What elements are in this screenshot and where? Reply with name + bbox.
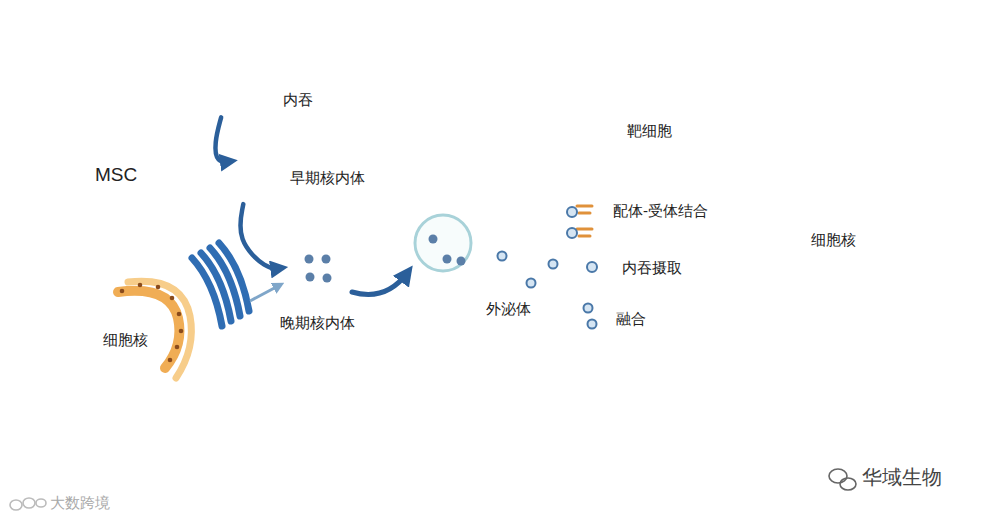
stage-label: 早期核内体 (290, 169, 365, 187)
wechat-icon (829, 469, 856, 490)
cell-outline (203, 52, 269, 118)
golgi-cisterna (210, 248, 240, 316)
exosome-label: 外泌体 (486, 300, 531, 318)
stage-label: 晚期核内体 (280, 314, 355, 332)
cell-name: 靶细胞 (627, 122, 672, 140)
nucleus-label: 细胞核 (103, 331, 148, 349)
watermark: 华域生物 (862, 466, 942, 489)
receptor-binding (567, 206, 592, 238)
nucleus: 细胞核 (788, 195, 878, 285)
cell-outline-circle (232, 155, 278, 201)
endocytic-vesicle: 内吞 (203, 52, 269, 118)
process-label: 融合 (616, 310, 646, 328)
flow-arrow (215, 117, 230, 161)
er-dot (170, 296, 175, 301)
er-band (118, 281, 191, 378)
late-endosome: 晚期核内体 (285, 235, 351, 301)
flow-arrow (240, 204, 281, 268)
er-dot (120, 289, 125, 294)
cell-name: MSC (95, 164, 137, 186)
cell-outline-circle (206, 55, 266, 115)
cell-outline-circle (85, 300, 166, 381)
process-label: 内吞摄取 (622, 259, 682, 277)
er-dot (156, 285, 161, 290)
nucleus: 细胞核 (83, 298, 167, 382)
intraluminal-vesicles (305, 255, 332, 283)
cell-outline-circle (42, 4, 559, 521)
er-dot (168, 358, 173, 363)
cell-outline-circle (790, 197, 876, 283)
early-endosome: 早期核内体 (229, 152, 281, 204)
uptake-pit (579, 257, 599, 277)
cell-outline (229, 152, 281, 204)
fusion-vesicles (584, 304, 597, 329)
watermark-logo (10, 498, 46, 510)
golgi-cisterna (201, 253, 231, 321)
nucleus-label: 细胞核 (811, 231, 856, 249)
msc-cell: 内吞早期核内体晚期核内体细胞核MSC (40, 2, 560, 522)
process-label: 配体-受体结合 (613, 202, 708, 220)
golgi-cisterna (192, 258, 222, 326)
exosome-particles (498, 252, 558, 288)
watermark: 大数跨境 (50, 494, 110, 512)
golgi-stack (192, 243, 249, 326)
multivesicular-body (415, 215, 471, 271)
cell-outline (285, 235, 351, 301)
golgi-cisterna (219, 243, 249, 311)
er-dot (179, 329, 184, 334)
target-cell: 细胞核 靶细胞 (575, 68, 955, 448)
er-dot (175, 345, 180, 350)
cell-outline-circle (288, 238, 348, 298)
er-dot (138, 283, 143, 288)
transport-arrow (250, 285, 280, 301)
secretion-arrow (352, 272, 408, 295)
cell-outline (40, 2, 560, 522)
stage-label: 内吞 (283, 91, 313, 109)
cell-outline-circle (577, 70, 954, 447)
er-dot (177, 312, 182, 317)
